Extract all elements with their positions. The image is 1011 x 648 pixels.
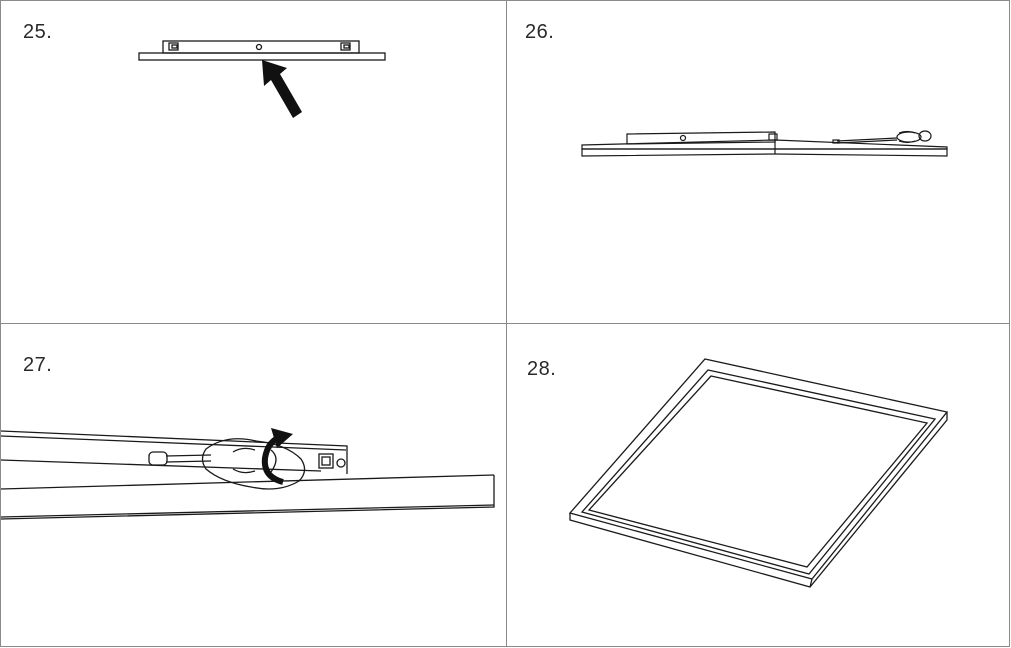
step-27-panel: 27. <box>0 323 507 647</box>
panel-side-view-illustration <box>138 40 386 118</box>
step-number: 26. <box>525 21 555 43</box>
step-25-panel: 25. <box>0 0 507 324</box>
rotate-arrow-icon <box>261 428 293 485</box>
panel-perspective-illustration <box>568 358 949 588</box>
step-28-panel: 28. <box>506 323 1010 647</box>
panel-with-screwdriver-illustration <box>581 130 948 157</box>
step-number: 28. <box>527 358 557 380</box>
arrow-icon <box>262 60 302 118</box>
step-number: 25. <box>23 21 53 43</box>
step-number: 27. <box>23 354 53 376</box>
step-26-panel: 26. <box>506 0 1010 324</box>
screwdriver-closeup-illustration <box>1 428 495 520</box>
